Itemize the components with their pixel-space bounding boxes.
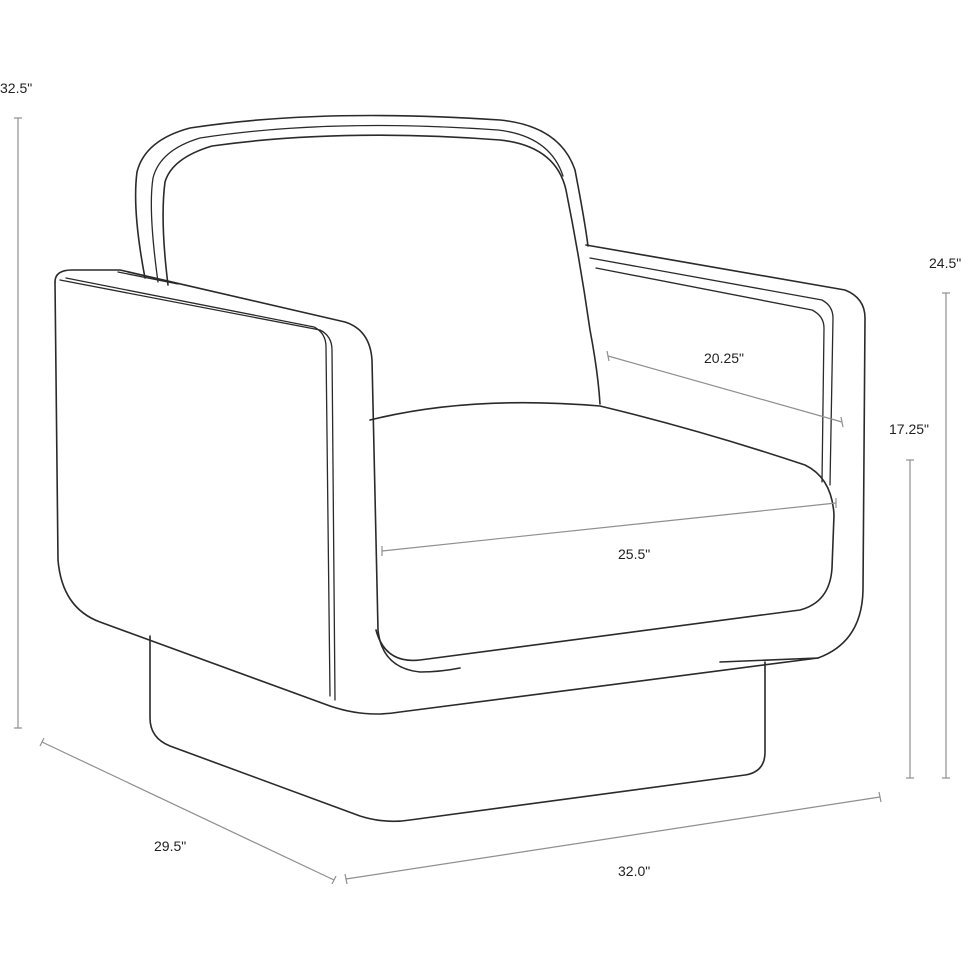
backrest-outer [134,114,589,279]
seat-width-label: 25.5" [618,546,650,562]
dimension-labels: 32.5" 24.5" 17.25" 20.25" 25.5" 29.5" 32… [0,80,961,879]
back-cushion [162,134,601,405]
seat-depth-label: 20.25" [704,350,744,366]
left-arm-panel [54,269,461,673]
right-arm-inner [595,267,825,483]
overall-width-line [345,796,881,880]
seat-height-label: 17.25" [889,421,929,437]
left-arm-seam-2 [65,277,331,697]
seat-width-line [381,502,837,552]
pedestal-base [149,635,766,823]
seat-depth-tick-b [840,416,844,428]
overall-width-tick-a [344,873,348,885]
backrest-seam [150,124,564,283]
overall-depth-label: 29.5" [154,838,186,854]
seat-depth-line [607,355,843,423]
right-arm-top [585,244,866,663]
overall-depth-tick-a [39,737,45,747]
overall-depth-tick-b [331,875,337,885]
dimension-lines [14,117,950,885]
overall-width-tick-b [878,791,882,803]
chair-drawing [54,114,866,823]
seat-cushion [369,401,835,662]
left-arm-top-line [117,271,179,285]
left-arm-outer [54,281,819,715]
overall-width-label: 32.0" [618,863,650,879]
overall-height-label: 32.5" [0,80,32,96]
overall-depth-line [41,741,335,881]
left-arm-seam-1 [59,279,336,701]
right-arm-inner-seam [589,257,834,486]
arm-height-label: 24.5" [929,255,961,271]
seat-depth-tick-a [606,350,610,362]
